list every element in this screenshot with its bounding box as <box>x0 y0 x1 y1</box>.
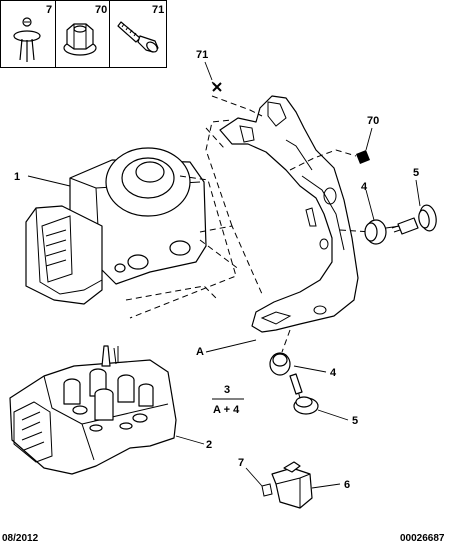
callout-5-upper: 5 <box>413 167 419 179</box>
callout-1: 1 <box>14 171 20 183</box>
legend-box-71: 71 <box>109 0 167 68</box>
callout-3: 3 <box>224 384 230 396</box>
legend-label-70: 70 <box>95 4 107 16</box>
callout-6: 6 <box>344 479 350 491</box>
screw-71-marker <box>211 81 222 92</box>
legend-box-70: 70 <box>55 0 110 68</box>
callout-2: 2 <box>206 439 212 451</box>
footer-reference: 00026687 <box>400 533 445 544</box>
callout-71: 71 <box>196 49 208 61</box>
assembly-dashed-outlines <box>125 95 373 399</box>
abs-control-unit-2 <box>9 345 177 475</box>
callout-labels: 71 70 1 4 5 A 3 A + 4 4 5 2 7 6 <box>14 49 419 491</box>
footer-date: 08/2012 <box>2 533 39 544</box>
callout-4-lower: 4 <box>330 367 337 379</box>
push-rivet-icon <box>13 17 41 62</box>
nut-70-marker <box>356 150 370 164</box>
bolt-5-lower <box>289 373 319 415</box>
callout-3-formula: A + 4 <box>213 404 240 416</box>
callout-5-lower: 5 <box>352 415 358 427</box>
silent-bloc-4-upper <box>364 219 401 245</box>
callout-a: A <box>196 346 204 358</box>
legend-label-71: 71 <box>152 4 164 16</box>
abs-hydraulic-unit-1 <box>25 147 207 305</box>
screw-icon <box>117 21 159 53</box>
callout-4-upper: 4 <box>361 181 368 193</box>
callout-7: 7 <box>238 457 244 469</box>
callout-70: 70 <box>367 115 379 127</box>
leader-lines <box>27 61 421 489</box>
bolt-5-upper <box>391 204 437 235</box>
legend-label-7: 7 <box>46 4 52 16</box>
mounting-bracket-a <box>219 95 359 333</box>
silent-bloc-4-lower <box>269 352 291 376</box>
legend-box-7: 7 <box>0 0 56 68</box>
sensor-bracket-6 <box>261 461 313 509</box>
solenoid-valves <box>63 368 154 432</box>
flange-nut-icon <box>63 23 97 56</box>
